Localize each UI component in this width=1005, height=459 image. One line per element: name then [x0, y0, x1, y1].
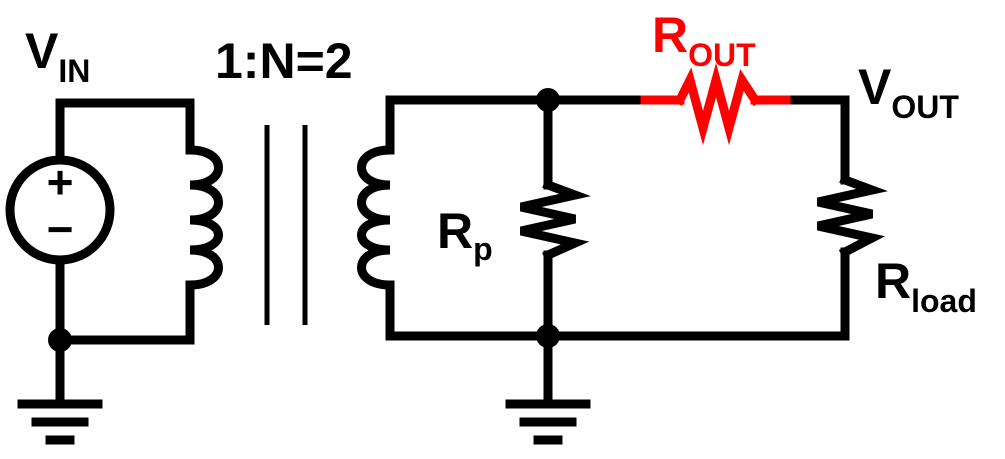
primary-bottom-wire: [55, 255, 195, 345]
rp-label: Rp: [437, 203, 493, 267]
top-node: [536, 88, 560, 112]
rout-resistor: [640, 62, 795, 146]
primary-ground-symbol: [17, 399, 103, 445]
secondary-bottom-wire: [385, 247, 850, 341]
vout-wire: [790, 95, 850, 185]
primary-inductor-coil: [185, 145, 223, 290]
secondary-top-wire: [385, 95, 553, 155]
rout-label: ROUT: [652, 7, 756, 73]
rload-label: Rload: [875, 253, 977, 319]
transformer-core: [264, 125, 308, 325]
primary-top-wire: [55, 98, 195, 165]
minus-sign: −: [47, 203, 74, 255]
voltage-source-circle: [5, 155, 115, 265]
vin-label: VIN: [25, 23, 90, 89]
turns-ratio-label: 1:N=2: [215, 33, 353, 89]
rp-resistor: [520, 179, 591, 261]
primary-circuit: [17, 98, 223, 445]
vout-label: VOUT: [858, 59, 959, 125]
secondary-circuit: [357, 62, 888, 445]
rload-resistor: [817, 174, 888, 259]
secondary-inductor-coil: [357, 145, 395, 290]
voltage-source: + −: [5, 155, 115, 265]
secondary-ground-symbol: [505, 399, 591, 445]
plus-sign: +: [47, 156, 74, 208]
primary-ground-node: [48, 328, 72, 352]
